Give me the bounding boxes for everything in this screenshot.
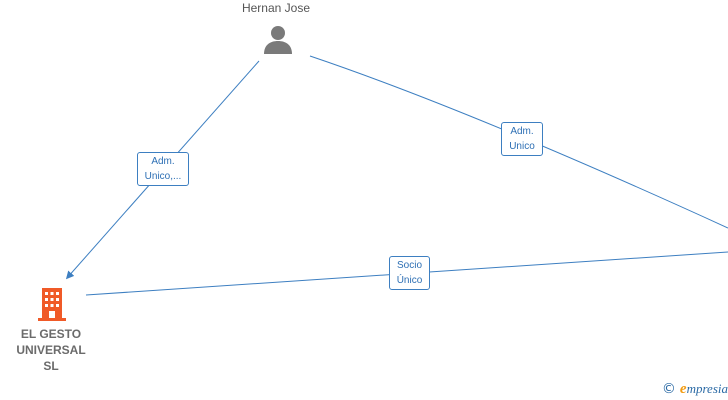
building-icon[interactable] [36, 286, 68, 322]
company-node-name[interactable]: EL GESTO UNIVERSAL SL [16, 327, 86, 373]
copyright-icon: © [661, 381, 676, 397]
edge-label-socio-unico[interactable]: Socio Único [389, 256, 430, 290]
person-icon[interactable] [262, 24, 294, 56]
person-node-name[interactable]: Hernan Jose [241, 1, 311, 15]
edge-label-adm-unico-2[interactable]: Adm. Unico [501, 122, 543, 156]
edge-line-person-to-offscreen [309, 55, 728, 229]
empresia-watermark: © empresia [662, 380, 728, 398]
brand-logo: empresia [679, 380, 728, 397]
edge-label-adm-unico-1[interactable]: Adm. Unico,... [137, 152, 189, 186]
